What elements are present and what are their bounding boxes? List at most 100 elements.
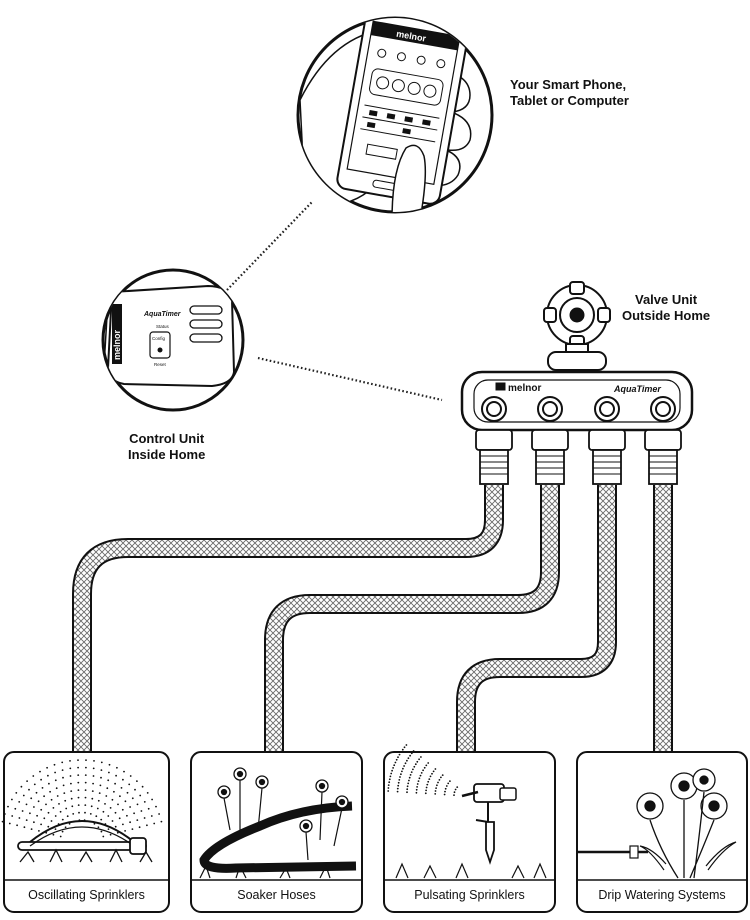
spray-dot [131, 828, 134, 830]
spray-dot [28, 788, 30, 791]
spray-dot [432, 770, 435, 773]
spray-dot [92, 775, 95, 777]
spray-dot [56, 795, 59, 797]
spray-dot [138, 826, 141, 829]
control-unit-icon: melnor AquaTimer Status Config Reset [103, 284, 236, 388]
spray-dot [150, 815, 153, 817]
spray-dot [429, 775, 432, 778]
spray-dot [62, 776, 64, 779]
spray-dot [116, 766, 118, 769]
spray-dot [393, 764, 396, 767]
spray-dot [406, 759, 408, 762]
oscillating-sprinkler-icon [1, 759, 163, 863]
spray-dot [406, 788, 409, 791]
spray-dot [406, 791, 408, 794]
spray-dot [420, 756, 422, 758]
spray-dot [84, 789, 87, 791]
spray-dot [97, 799, 100, 802]
spray-dot [38, 830, 40, 832]
spray-dot [68, 822, 71, 825]
spray-dot [407, 782, 410, 785]
spray-dot [65, 807, 68, 810]
spray-dot [405, 744, 408, 746]
control-label: Control Unit Inside Home [128, 431, 205, 463]
spray-dot [449, 780, 451, 782]
spray-dot [426, 783, 429, 786]
spray-dot [104, 803, 106, 805]
hoses [72, 485, 673, 752]
spray-dot [77, 774, 80, 776]
spray-dot [151, 798, 154, 801]
spray-dot [431, 772, 433, 775]
spray-dot [66, 815, 69, 818]
spray-dot [438, 779, 441, 781]
soaker-hose-icon [199, 767, 357, 879]
spray-dot [69, 767, 72, 770]
spray-dot [33, 806, 35, 808]
spray-dot [413, 765, 416, 768]
control-label-line1: Control Unit [129, 431, 205, 446]
spray-dot [62, 784, 65, 787]
spray-dot [131, 797, 134, 800]
spray-dot [400, 751, 402, 753]
spray-dot [453, 791, 456, 794]
spray-dot [418, 758, 420, 761]
spray-dot [117, 803, 119, 806]
spray-dot [49, 790, 51, 793]
spray-dot [40, 823, 42, 826]
spray-dot [160, 820, 163, 823]
spray-dot [427, 780, 430, 783]
phone-label-line1: Your Smart Phone, [510, 77, 627, 92]
spray-dot [15, 792, 18, 794]
spray-dot [100, 818, 103, 821]
spray-dot [58, 803, 60, 805]
spray-dot [77, 759, 79, 761]
spray-dot [111, 820, 114, 822]
spray-dot [70, 790, 73, 792]
valve-unit-product: AquaTimer [613, 384, 661, 394]
spray-dot [26, 780, 28, 782]
spray-dot [114, 825, 117, 828]
spray-dot [153, 822, 156, 825]
spray-dot [410, 771, 413, 773]
spray-dot [401, 748, 404, 751]
spray-dot [387, 787, 390, 789]
spray-dot [134, 788, 136, 791]
spray-dot [47, 774, 49, 777]
spray-dot [409, 774, 412, 776]
spray-dot [109, 833, 112, 836]
phone-label: Your Smart Phone, Tablet or Computer [510, 77, 629, 109]
spray-dot [84, 781, 87, 784]
spray-dot [390, 772, 393, 775]
spray-dot [23, 826, 26, 829]
spray-dot [396, 790, 399, 793]
control-unit-reset-label: Reset [154, 362, 167, 367]
valve-unit-brand: melnor [508, 383, 541, 394]
spray-dot [90, 805, 93, 808]
spray-dot [419, 774, 422, 777]
spray-dot [114, 811, 117, 814]
spray-dot [398, 753, 401, 756]
spray-dot [109, 807, 112, 809]
handwheel-icon [543, 281, 611, 371]
spray-dot [52, 833, 55, 836]
spray-dot [395, 758, 398, 761]
spray-dot [53, 763, 56, 766]
spray-dot [108, 771, 110, 774]
spray-dot [445, 785, 448, 787]
spray-dot [124, 800, 127, 803]
spray-dot [46, 766, 48, 769]
spray-dot [403, 746, 406, 749]
spray-dot [414, 763, 417, 766]
valve-label-line2: Outside Home [622, 308, 711, 323]
spray-dot [61, 830, 64, 833]
spray-dot [59, 810, 62, 813]
spray-dot [424, 792, 427, 795]
valve-label-line1: Valve Unit [634, 292, 698, 307]
spray-dot [105, 795, 108, 797]
spray-dot [401, 770, 403, 773]
spray-dot [61, 769, 64, 771]
control-label-line2: Inside Home [128, 447, 206, 462]
spray-dot [35, 791, 38, 794]
spray-dot [108, 763, 111, 766]
